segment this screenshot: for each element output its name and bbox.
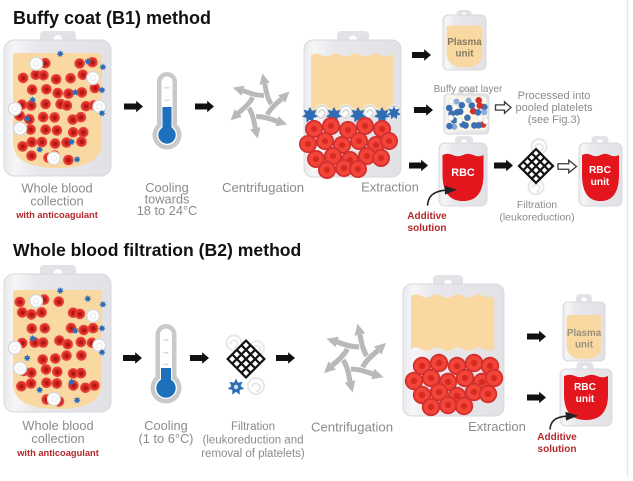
svg-text:Plasma: Plasma bbox=[447, 37, 482, 48]
svg-text:Filtration: Filtration bbox=[517, 199, 557, 211]
svg-text:Extraction: Extraction bbox=[468, 419, 526, 434]
svg-text:unit: unit bbox=[575, 340, 594, 351]
svg-text:Additive: Additive bbox=[407, 211, 447, 222]
svg-text:towards: towards bbox=[145, 192, 190, 207]
svg-text:unit: unit bbox=[576, 394, 595, 405]
svg-text:Cooling: Cooling bbox=[145, 180, 188, 195]
svg-text:unit: unit bbox=[456, 49, 475, 60]
svg-text:collection: collection bbox=[30, 194, 83, 209]
svg-text:RBC: RBC bbox=[451, 167, 475, 179]
svg-text:Processed into: Processed into bbox=[518, 90, 591, 102]
svg-text:(leukoreduction and: (leukoreduction and bbox=[202, 435, 303, 447]
svg-text:with anticoagulant: with anticoagulant bbox=[15, 210, 98, 220]
svg-text:Centrifugation: Centrifugation bbox=[311, 420, 393, 435]
svg-text:Centrifugation: Centrifugation bbox=[222, 180, 304, 195]
svg-text:pooled platelets: pooled platelets bbox=[515, 102, 593, 114]
svg-text:solution: solution bbox=[538, 444, 577, 455]
svg-text:Filtration: Filtration bbox=[231, 421, 275, 433]
svg-text:Buffy coat (B1) method: Buffy coat (B1) method bbox=[13, 8, 211, 28]
svg-text:RBC: RBC bbox=[574, 382, 597, 393]
svg-text:with anticoagulant: with anticoagulant bbox=[16, 448, 99, 458]
svg-text:Cooling: Cooling bbox=[144, 418, 187, 433]
svg-text:Whole blood: Whole blood bbox=[22, 418, 93, 433]
svg-text:Whole blood filtration (B2) me: Whole blood filtration (B2) method bbox=[13, 240, 301, 260]
svg-text:collection: collection bbox=[31, 431, 84, 446]
svg-text:(1 to 6°C): (1 to 6°C) bbox=[139, 431, 194, 446]
svg-text:unit: unit bbox=[591, 177, 610, 188]
svg-text:(leukoreduction): (leukoreduction) bbox=[499, 212, 574, 224]
svg-text:18 to 24°C: 18 to 24°C bbox=[137, 203, 198, 218]
svg-text:Whole blood: Whole blood bbox=[21, 181, 92, 196]
svg-text:(see Fig.3): (see Fig.3) bbox=[528, 114, 581, 126]
svg-text:Extraction: Extraction bbox=[361, 180, 419, 195]
svg-text:removal of platelets): removal of platelets) bbox=[201, 448, 305, 460]
svg-text:Additive: Additive bbox=[537, 432, 577, 443]
svg-text:solution: solution bbox=[408, 223, 447, 234]
svg-text:Buffy coat layer: Buffy coat layer bbox=[434, 84, 503, 95]
svg-text:Plasma: Plasma bbox=[567, 328, 602, 339]
svg-text:RBC: RBC bbox=[589, 165, 612, 176]
